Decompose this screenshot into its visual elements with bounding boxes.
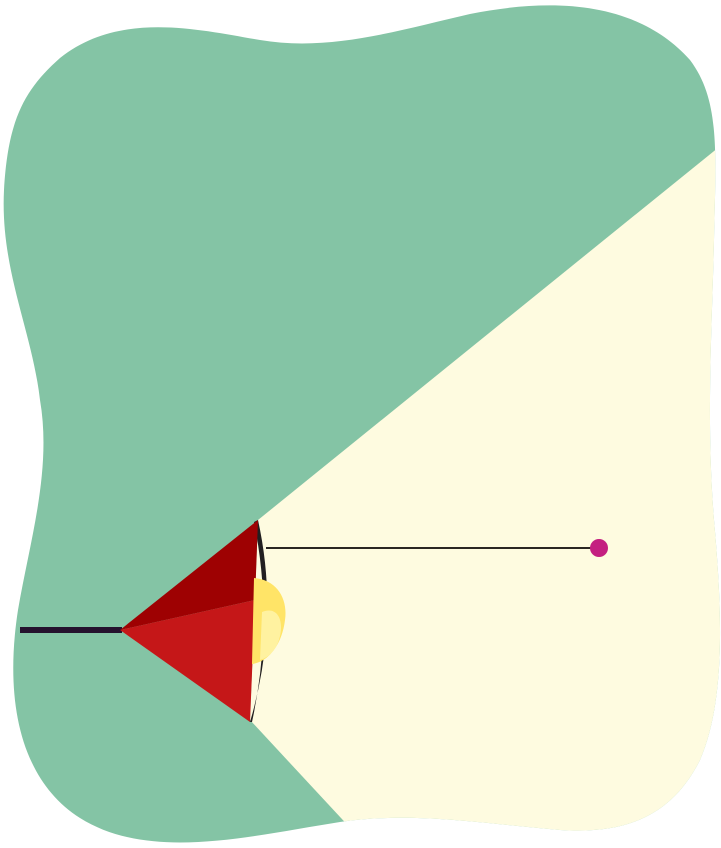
pull-cord-knob (590, 539, 608, 557)
